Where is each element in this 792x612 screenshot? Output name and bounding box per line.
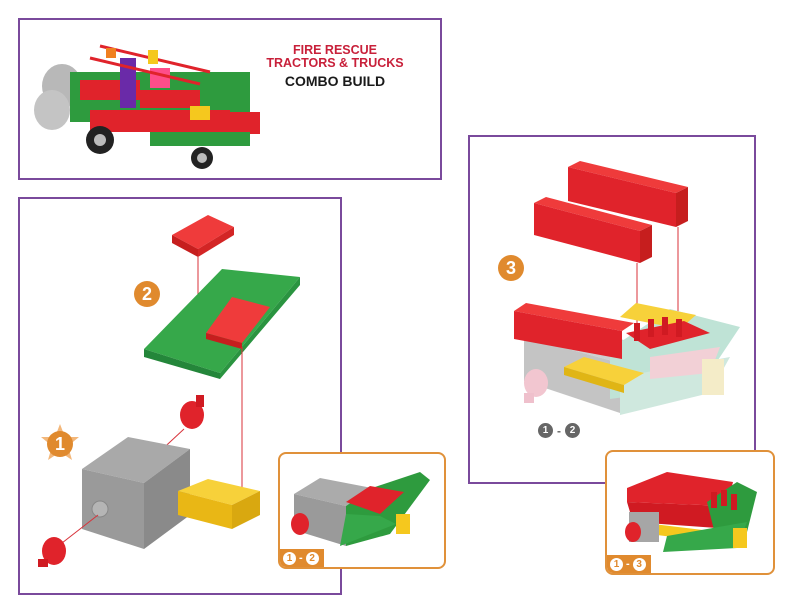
range-end: 2 xyxy=(305,551,319,565)
step-3-badge: 3 xyxy=(498,255,524,281)
step-2-badge: 2 xyxy=(134,281,160,307)
step-1-badge: 1 xyxy=(47,431,73,457)
title-line-1: FIRE RESCUE xyxy=(292,43,378,57)
fire-truck-illustration xyxy=(34,44,260,169)
range-start: 1 xyxy=(610,557,623,571)
range-start: 1 xyxy=(283,551,296,565)
title-combo-build: COMBO BUILD xyxy=(284,73,386,89)
inset-label-1-3: 1 - 3 xyxy=(607,555,651,573)
result-inset-1-2: 1 - 2 xyxy=(278,452,446,569)
previous-steps-reference: 1 - 2 xyxy=(538,423,580,438)
step-3-bricks-illustration xyxy=(514,161,740,415)
assembly-1-2-illustration xyxy=(291,472,430,546)
step-2-bricks-illustration xyxy=(38,215,300,567)
header-panel: FIRE RESCUE TRACTORS & TRUCKS COMBO BUIL… xyxy=(18,18,442,180)
inset-label-1-2: 1 - 2 xyxy=(280,549,324,567)
step-3-panel: 3 1 - 2 xyxy=(468,135,756,484)
range-end: 3 xyxy=(632,557,646,571)
result-inset-1-3: 1 - 3 xyxy=(605,450,775,575)
title-line-2: TRACTORS & TRUCKS xyxy=(266,56,404,70)
assembly-1-3-illustration xyxy=(625,472,757,552)
range-separator: - xyxy=(626,558,630,570)
range-separator: - xyxy=(299,552,303,564)
range-end: 2 xyxy=(565,423,580,438)
range-separator: - xyxy=(557,423,561,438)
range-start: 1 xyxy=(538,423,553,438)
